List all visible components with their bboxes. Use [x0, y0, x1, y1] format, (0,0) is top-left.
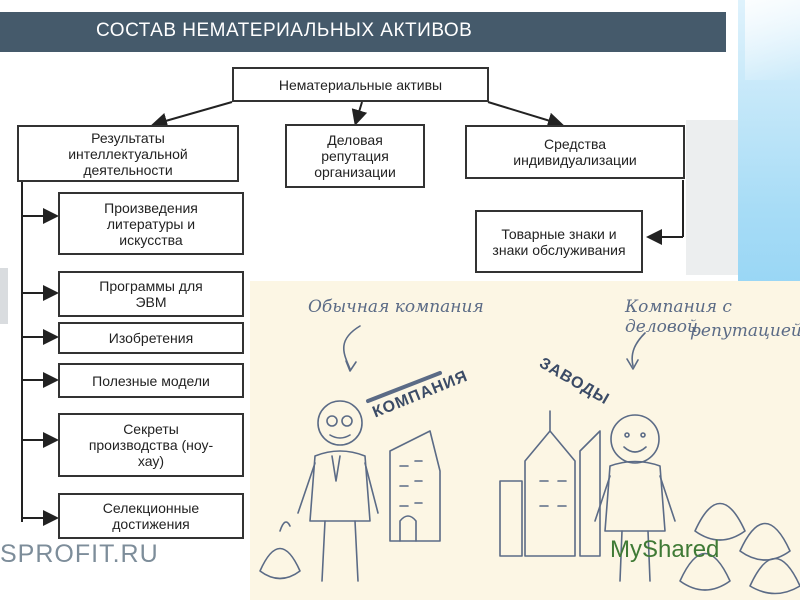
right-building [524, 430, 576, 557]
right-caption-line2: репутацией [690, 321, 800, 341]
money-bag [259, 547, 301, 580]
item-label: Полезные модели [92, 372, 210, 389]
branch-goodwill: Деловая репутация организации [285, 124, 425, 188]
root-box: Нематериальные активы [232, 67, 489, 102]
branch-goodwill-label: Деловая репутация организации [314, 132, 396, 180]
item-box: Секреты производства (ноу-хау) [58, 413, 244, 477]
item-label: Изобретения [108, 330, 194, 346]
title-banner: СОСТАВ НЕМАТЕРИАЛЬНЫХ АКТИВОВ [0, 12, 726, 52]
left-caption: Обычная компания [308, 297, 484, 317]
item-label: Программы для ЭВМ [99, 278, 203, 310]
item-box: Селекционные достижения [58, 493, 244, 539]
gray-edge [0, 268, 8, 324]
item-box: Товарные знаки и знаки обслуживания [475, 210, 643, 273]
item-box: Полезные модели [58, 363, 244, 398]
right-boy-head [610, 414, 660, 464]
left-man-body [309, 450, 371, 522]
item-box: Программы для ЭВМ [58, 271, 244, 317]
item-label: Секреты производства (ноу-хау) [88, 421, 214, 469]
item-box: Изобретения [58, 322, 244, 354]
gray-panel [686, 120, 738, 275]
item-label: Селекционные достижения [102, 500, 200, 532]
branch-individualization-label: Средства индивидуализации [513, 136, 637, 168]
brand-logo: SPROFIT.RU [0, 540, 159, 568]
money-bag [679, 552, 731, 591]
arrow-to-individualization [487, 101, 564, 129]
right-caption-line1: Компания с деловой [625, 297, 732, 337]
item-label: Произведения литературы и искусства [104, 199, 198, 248]
branch-individualization: Средства индивидуализации [465, 125, 685, 179]
item-label: Товарные знаки и знаки обслуживания [492, 225, 626, 258]
money-bag [739, 522, 791, 561]
left-building [389, 430, 441, 542]
page-title: СОСТАВ НЕМАТЕРИАЛЬНЫХ АКТИВОВ [96, 20, 473, 41]
branch-intellectual-label: Результаты интеллектуальной деятельности [68, 129, 188, 178]
branch-intellectual: Результаты интеллектуальной деятельности [17, 125, 239, 182]
slide-background-swoosh [745, 0, 800, 80]
arrow-to-intellectual [151, 101, 233, 129]
item-box: Произведения литературы и искусства [58, 192, 244, 255]
root-label: Нематериальные активы [278, 76, 443, 93]
watermark-logo: MyShared [610, 536, 720, 563]
money-bag [694, 502, 746, 541]
left-man-head [317, 400, 363, 446]
arrow-to-goodwill [351, 101, 368, 126]
money-bag [749, 557, 800, 595]
cartoon-drawing [259, 325, 800, 595]
right-caption-arrow [631, 332, 646, 367]
cartoon-illustration: Обычная компания Компания с деловой репу… [250, 281, 800, 600]
right-boy-body [604, 460, 666, 532]
